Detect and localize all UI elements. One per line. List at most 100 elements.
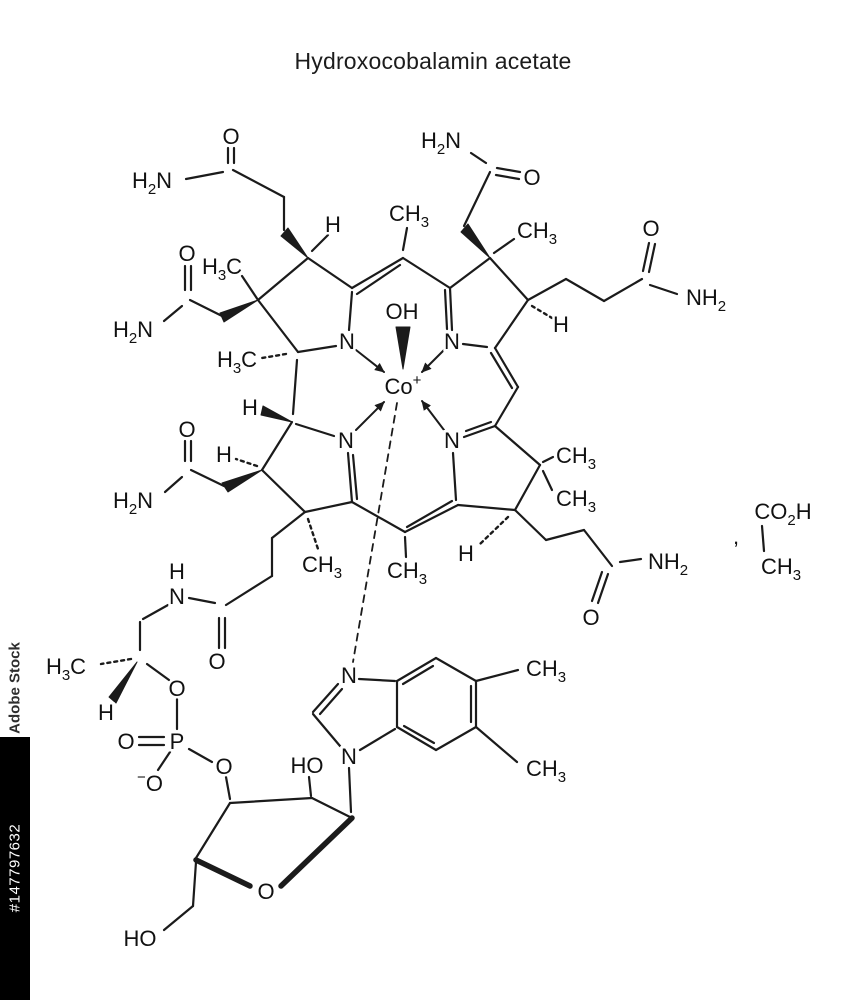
- label-p-phosphate: P: [170, 729, 185, 754]
- bond-line: [156, 750, 172, 772]
- bond-line: [596, 572, 610, 605]
- bond-wedge: [221, 469, 263, 493]
- bond-line: [189, 468, 226, 488]
- label-nh2-amide-d: NH2: [686, 285, 726, 315]
- label-o-amide-f: O: [208, 649, 225, 674]
- bond-wedge: [260, 405, 293, 423]
- bond-line: [641, 241, 651, 273]
- bond-line: [443, 288, 449, 331]
- bond-line: [346, 451, 354, 504]
- bond-line: [162, 304, 184, 323]
- label-h3c-propanol: H3C: [46, 654, 86, 684]
- watermark-brand-adobe-stock: Adobe Stock: [6, 642, 24, 734]
- label-co2h-acetate: CO2H: [754, 499, 811, 529]
- bond-hashed: [477, 515, 510, 547]
- label-n24: N: [338, 428, 354, 453]
- bond-line: [357, 677, 397, 683]
- label-h-amide-f: H: [169, 559, 185, 584]
- bond-hashed: [306, 517, 320, 551]
- bond-line: [541, 469, 554, 492]
- label-ch3-c12b: CH3: [556, 486, 596, 516]
- bond-line: [760, 524, 766, 553]
- label-nh2-amide-e: NH2: [648, 549, 688, 579]
- dative-bond-arrow: [355, 401, 385, 431]
- label-h-c13: H: [458, 541, 474, 566]
- bond-line: [296, 344, 338, 354]
- label-h-c18: H: [216, 442, 232, 467]
- bond-line: [350, 500, 407, 534]
- label-n1-benzimidazole: N: [341, 744, 357, 769]
- bond-line: [564, 277, 606, 303]
- label-ch3-bz6: CH3: [526, 756, 566, 786]
- bond-line: [240, 274, 260, 302]
- bond-line: [358, 727, 397, 752]
- bond-line: [347, 290, 354, 332]
- bond-line: [469, 151, 488, 165]
- bond-line: [355, 263, 402, 296]
- bond-line: [347, 766, 353, 814]
- bond-line: [456, 503, 517, 512]
- label-ho-ribose: HO: [291, 753, 324, 778]
- bond-line: [224, 775, 232, 801]
- label-o-amide-e: O: [582, 605, 599, 630]
- label-n23: N: [444, 428, 460, 453]
- label-h2n-amide-g: H2N: [113, 488, 153, 518]
- label-ch3-c15: CH3: [387, 558, 427, 588]
- bond-line: [163, 475, 184, 494]
- bond-line: [448, 256, 492, 290]
- watermark-id: #147797632: [6, 823, 24, 913]
- bond-line: [184, 170, 225, 181]
- label-h-propanol: H: [98, 700, 114, 725]
- bond-line: [188, 298, 224, 318]
- bond-line: [402, 724, 436, 745]
- label-ch3-bz5: CH3: [526, 656, 566, 686]
- bond-line: [395, 656, 438, 683]
- bond-line: [260, 420, 294, 472]
- label-o-amide-g: O: [178, 417, 195, 442]
- bond-line: [462, 170, 492, 228]
- label-h2n-amide-c: H2N: [421, 128, 461, 158]
- bond-line: [401, 226, 409, 252]
- bond-wedge: [219, 299, 259, 323]
- label-o-amide-d: O: [642, 216, 659, 241]
- label-ch3-c12a: CH3: [556, 443, 596, 473]
- coordination-dashed-bond: [352, 402, 398, 663]
- label-h2n-amide-a: H2N: [113, 317, 153, 347]
- bond-line: [256, 256, 310, 302]
- bond-line: [306, 256, 354, 290]
- bond-line: [291, 358, 299, 416]
- label-o-amide-a: O: [178, 241, 195, 266]
- label-ch3-c5: CH3: [389, 201, 429, 231]
- bond-wedge: [108, 661, 138, 704]
- bond-line: [434, 656, 478, 683]
- dative-bond-arrow: [421, 349, 445, 373]
- bond-line: [474, 725, 519, 764]
- bond-line: [602, 277, 644, 303]
- label-ho-c5prime: HO: [124, 926, 157, 951]
- bond-line: [474, 668, 520, 683]
- bond-line: [647, 242, 657, 274]
- label-h-c19: H: [242, 395, 258, 420]
- dative-bond-arrow: [355, 349, 385, 373]
- bond-bold: [193, 857, 253, 889]
- bond-line: [495, 166, 522, 174]
- bond-line: [350, 256, 405, 290]
- bond-line: [582, 528, 614, 568]
- bond-line: [294, 422, 336, 438]
- bond-line: [145, 662, 171, 682]
- label-o-amide-c: O: [523, 165, 540, 190]
- bond-line: [464, 420, 493, 433]
- bond-line: [513, 463, 542, 512]
- bond-line: [187, 747, 214, 764]
- bond-line: [260, 468, 307, 514]
- label-h2n-amide-b: H2N: [132, 168, 172, 198]
- bond-line: [488, 256, 530, 302]
- bond-line: [493, 346, 520, 389]
- label-o-amide-b: O: [222, 124, 239, 149]
- watermark-bar: [0, 737, 30, 1000]
- bond-wedge: [280, 227, 309, 259]
- label-n22: N: [444, 329, 460, 354]
- bond-line: [228, 796, 314, 805]
- bond-line: [493, 298, 530, 350]
